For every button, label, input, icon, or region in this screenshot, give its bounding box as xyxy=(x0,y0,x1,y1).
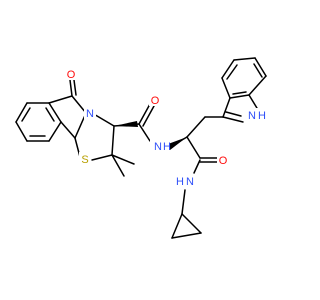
bond xyxy=(73,79,77,96)
bond xyxy=(15,121,28,142)
nitrogen-atom-label: N xyxy=(186,176,194,188)
label-bg xyxy=(217,153,229,166)
bond xyxy=(138,123,151,142)
bond xyxy=(222,116,244,123)
bond xyxy=(171,213,183,239)
bond xyxy=(69,79,73,97)
sulfur-atom-label: S xyxy=(81,154,88,166)
nitrogen-atom-label: N xyxy=(248,110,256,122)
bond xyxy=(111,154,135,165)
stereo-wedge xyxy=(168,137,187,150)
hydrogen-atom-label: H xyxy=(163,141,171,153)
bond xyxy=(71,95,87,114)
bond xyxy=(111,154,125,177)
label-bg xyxy=(150,139,170,152)
bond xyxy=(186,116,206,138)
bond xyxy=(171,232,202,239)
bond xyxy=(60,121,76,139)
label-bg xyxy=(246,108,266,121)
bond xyxy=(225,111,242,117)
label-bg xyxy=(176,174,196,189)
bond xyxy=(181,213,202,234)
oxygen-atom-label: O xyxy=(151,95,160,107)
bond xyxy=(248,75,267,96)
bond xyxy=(21,107,31,122)
bond xyxy=(186,136,201,159)
nitrogen-atom-label: N xyxy=(154,141,162,153)
bond xyxy=(226,64,238,80)
stereo-wedge xyxy=(114,121,138,127)
atom-label-group: O N S O N H N H O H N xyxy=(65,68,266,189)
oxygen-atom-label: O xyxy=(67,69,76,81)
hydrogen-atom-label: H xyxy=(258,110,266,122)
bond xyxy=(229,94,250,99)
bond xyxy=(48,102,62,123)
bond xyxy=(48,95,73,104)
nitrogen-atom-label: N xyxy=(86,108,94,120)
label-bg xyxy=(79,152,91,165)
bond xyxy=(48,121,62,142)
bond xyxy=(221,59,235,79)
bond xyxy=(232,91,247,95)
oxygen-atom-label: O xyxy=(219,155,228,167)
bond xyxy=(254,57,267,77)
bond xyxy=(193,159,201,174)
bond xyxy=(111,125,115,156)
label-bg xyxy=(65,68,77,80)
bond xyxy=(91,154,113,161)
bond xyxy=(221,77,231,99)
molecule-structure: O N S O N H N H O H N xyxy=(15,57,267,239)
label-bg xyxy=(84,106,96,119)
bond xyxy=(138,103,151,125)
hydrogen-atom-label: H xyxy=(176,176,184,188)
bond xyxy=(233,57,256,61)
bond xyxy=(142,105,155,127)
bond-layer xyxy=(15,57,267,239)
bond xyxy=(45,107,55,122)
label-bg xyxy=(149,93,161,106)
bond xyxy=(222,97,231,118)
bond xyxy=(181,189,186,215)
bond xyxy=(253,63,263,78)
bond xyxy=(15,102,28,123)
